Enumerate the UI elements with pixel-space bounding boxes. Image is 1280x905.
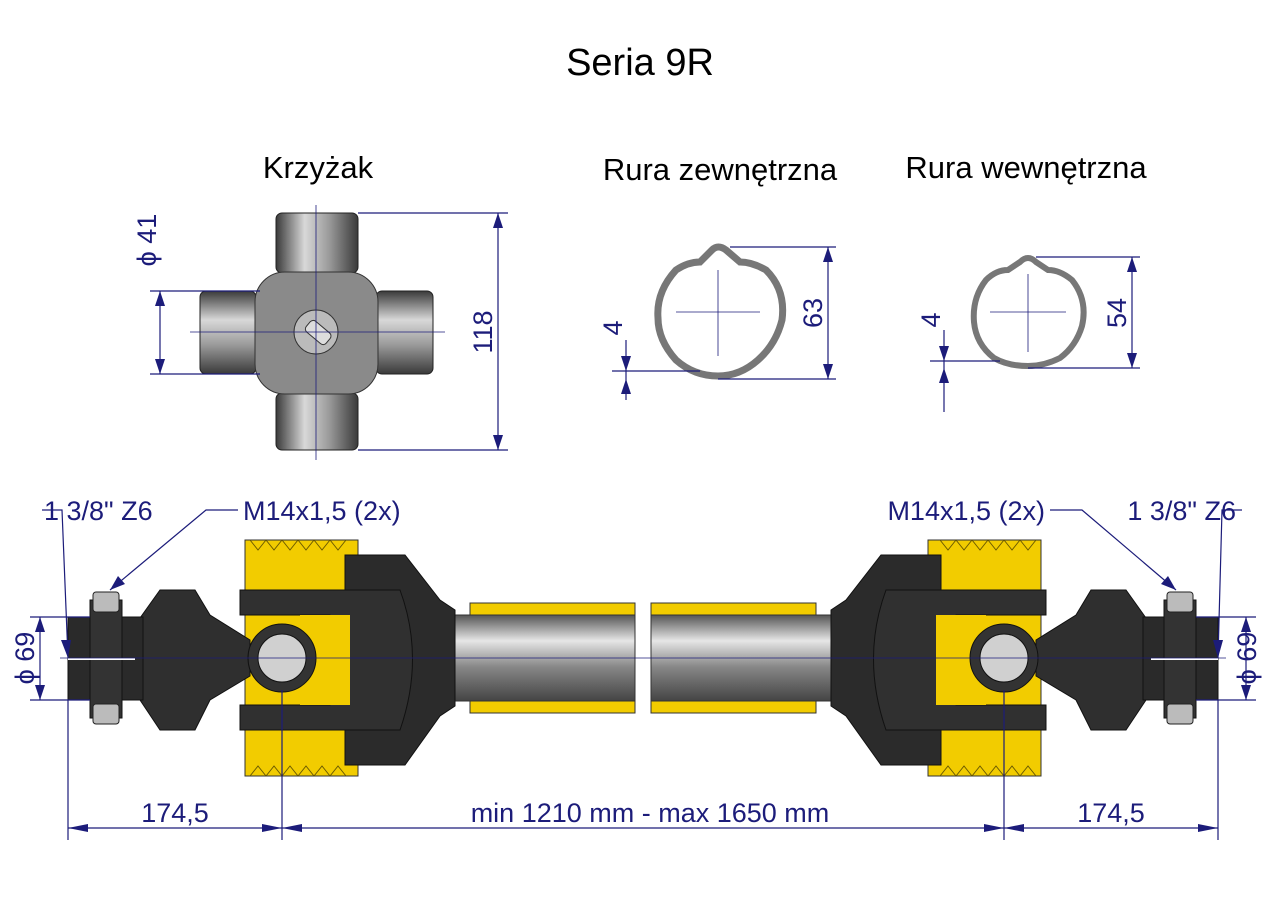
outer-tube-profile <box>654 243 787 380</box>
cross-dimensions: ϕ 41 118 <box>132 212 508 451</box>
right-diameter-label: ϕ 69 <box>1232 632 1262 685</box>
left-diameter-label: ϕ 69 <box>10 632 40 685</box>
driveline-dimensions: ϕ 69 ϕ 69 174,5 min 1210 mm - max 1650 m… <box>10 496 1262 840</box>
cross-height-label: 118 <box>468 310 498 353</box>
cross-diameter-label: ϕ 41 <box>132 214 162 267</box>
outer-tube-heading: Rura zewnętrzna <box>603 152 838 187</box>
inner-tube-dimensions: 54 4 <box>916 256 1140 412</box>
left-length-label: 174,5 <box>141 798 209 828</box>
outer-tube-size-label: 63 <box>798 298 828 328</box>
left-spline-label: 1 3/8" Z6 <box>44 496 153 526</box>
outer-tube-wall-label: 4 <box>598 320 628 335</box>
cross-heading: Krzyżak <box>263 150 374 185</box>
inner-tube-wall-label: 4 <box>916 312 946 327</box>
page-title: Seria 9R <box>566 42 714 84</box>
inner-tube-size-label: 54 <box>1102 298 1132 328</box>
right-length-label: 174,5 <box>1077 798 1145 828</box>
driveline-left-half <box>67 539 636 777</box>
right-bolt-label: M14x1,5 (2x) <box>887 496 1045 526</box>
length-range-label: min 1210 mm - max 1650 mm <box>471 798 830 828</box>
right-spline-label: 1 3/8" Z6 <box>1127 496 1236 526</box>
inner-tube-heading: Rura wewnętrzna <box>905 150 1147 185</box>
outer-tube-dimensions: 63 4 <box>598 246 836 400</box>
left-bolt-label: M14x1,5 (2x) <box>243 496 401 526</box>
universal-joint-cross <box>199 212 434 451</box>
